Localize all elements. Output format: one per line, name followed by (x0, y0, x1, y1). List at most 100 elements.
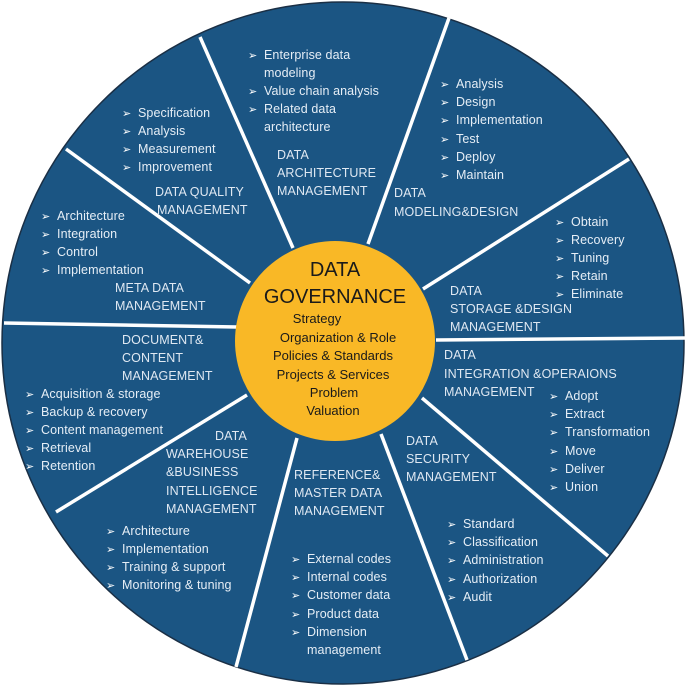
section-label-data-warehouse-bi: DATA (215, 429, 247, 443)
section-label-data-storage: STORAGE &DESIGN (450, 302, 573, 316)
core-item: Projects & Services (276, 367, 390, 382)
section-item-text: Recovery (571, 233, 625, 247)
section-item: architecture (248, 118, 331, 136)
arrow-bullet-icon: ➢ (25, 460, 35, 473)
section-item: ➢Dimension (291, 623, 367, 642)
section-item: ➢Audit (447, 588, 492, 607)
arrow-bullet-icon: ➢ (549, 408, 559, 422)
section-item-text: Product data (307, 606, 380, 621)
section-item: ➢ Extract (549, 405, 605, 424)
section-label-data-architecture: DATA (277, 148, 309, 162)
section-label-data-modeling: MODELING&DESIGN (394, 204, 519, 219)
arrow-bullet-icon: ➢ (41, 246, 51, 259)
section-item-text: Integration (57, 227, 118, 241)
section-item-text: Analysis (456, 77, 504, 91)
section-item-text: Adopt (565, 389, 599, 403)
section-item-text: Retrieval (41, 441, 92, 455)
arrow-bullet-icon: ➢ (122, 107, 132, 120)
arrow-bullet-icon: ➢ (447, 572, 457, 586)
section-item: ➢Improvement (122, 158, 212, 177)
section-label-data-warehouse-bi: INTELLIGENCE (166, 483, 258, 498)
arrow-bullet-icon: ➢ (291, 607, 301, 621)
section-item-text: Administration (463, 553, 544, 568)
section-item: ➢Customer data (291, 586, 390, 605)
spoke-divider (379, 433, 469, 661)
core-item: Problem (309, 385, 359, 400)
section-item-text: Obtain (571, 215, 609, 229)
arrow-bullet-icon: ➢ (440, 96, 450, 110)
section-item: ➢Related data (248, 100, 336, 119)
arrow-bullet-icon: ➢ (447, 536, 457, 550)
section-item-text: Content management (41, 423, 164, 437)
section-item: ➢ Architecture (41, 207, 125, 226)
section-item-text: modeling (264, 66, 316, 80)
arrow-bullet-icon: ➢ (25, 424, 35, 437)
arrow-bullet-icon: ➢ (122, 125, 132, 138)
section-label-data-quality: MANAGEMENT (157, 203, 248, 217)
core-item: Strategy (292, 311, 342, 326)
section-item-text: Eliminate (571, 287, 624, 301)
arrow-bullet-icon: ➢ (106, 525, 116, 538)
arrow-bullet-icon: ➢ (41, 210, 51, 223)
section-item: ➢ Classification (447, 533, 538, 552)
section-item: management (291, 641, 381, 659)
section-item: ➢ Control (41, 243, 98, 262)
section-item: ➢Implementation (440, 111, 543, 130)
section-item-text: Improvement (138, 160, 213, 174)
spoke-divider (3, 321, 238, 329)
section-item-text: Classification (463, 535, 539, 550)
core-item: Valuation (306, 403, 360, 418)
core-item: Organization & Role (279, 330, 397, 345)
arrow-bullet-icon: ➢ (549, 426, 559, 440)
section-item: ➢ Recovery (555, 231, 625, 250)
section-label-data-quality: DATA QUALITY (155, 185, 244, 199)
section-label-meta-data: MANAGEMENT (115, 299, 206, 313)
section-label-data-integration: MANAGEMENT (444, 385, 535, 399)
section-item: ➢Measurement (122, 140, 216, 159)
arrow-bullet-icon: ➢ (106, 579, 116, 592)
section-item-text: Enterprise data (264, 48, 351, 62)
section-item-text: Architecture (57, 209, 125, 223)
section-label-data-storage: MANAGEMENT (450, 320, 541, 334)
section-item: ➢Authorization (447, 570, 537, 589)
section-item-text: External codes (307, 552, 392, 566)
section-label-document-content: MANAGEMENT (122, 369, 213, 383)
arrow-bullet-icon: ➢ (555, 234, 565, 247)
section-label-data-warehouse-bi: WAREHOUSE (166, 447, 249, 462)
core-title-line-1: DATA (309, 259, 361, 281)
arrow-bullet-icon: ➢ (106, 561, 116, 574)
spoke-divider (435, 336, 685, 342)
arrow-bullet-icon: ➢ (106, 543, 116, 556)
section-item-text: Training & support (122, 560, 226, 574)
section-item: ➢ Integration (41, 225, 117, 244)
section-label-data-integration: INTEGRATION &OPERAIONS (444, 366, 617, 381)
section-item: ➢Implementation (106, 540, 209, 559)
arrow-bullet-icon: ➢ (440, 150, 450, 164)
section-label-data-modeling: DATA (394, 186, 426, 200)
section-item: ➢ Product data (291, 605, 379, 624)
section-label-reference-master-data: MASTER DATA (294, 486, 383, 500)
section-item: ➢Union (549, 478, 598, 497)
section-item-text: Internal codes (307, 570, 387, 585)
arrow-bullet-icon: ➢ (555, 288, 565, 301)
section-item-text: Customer data (307, 588, 391, 603)
section-item: ➢Test (440, 130, 479, 149)
section-item-text: Audit (463, 589, 492, 604)
arrow-bullet-icon: ➢ (549, 462, 559, 476)
section-item: ➢Standard (447, 515, 515, 534)
core-title-line-2: GOVERNANCE (263, 286, 407, 308)
arrow-bullet-icon: ➢ (41, 228, 51, 241)
section-item: ➢Retain (555, 267, 608, 286)
section-item-text: Maintain (456, 168, 505, 182)
section-item-text: Extract (565, 407, 605, 422)
section-item-text: Control (57, 245, 98, 259)
section-item: ➢Enterprise data (248, 46, 350, 65)
section-item: ➢Administration (447, 551, 544, 570)
section-item: ➢Monitoring & tuning (106, 576, 232, 595)
section-item-text: Deliver (565, 461, 605, 476)
section-item-text: Move (565, 443, 596, 458)
section-item: ➢Maintain (440, 166, 504, 185)
arrow-bullet-icon: ➢ (549, 444, 559, 458)
